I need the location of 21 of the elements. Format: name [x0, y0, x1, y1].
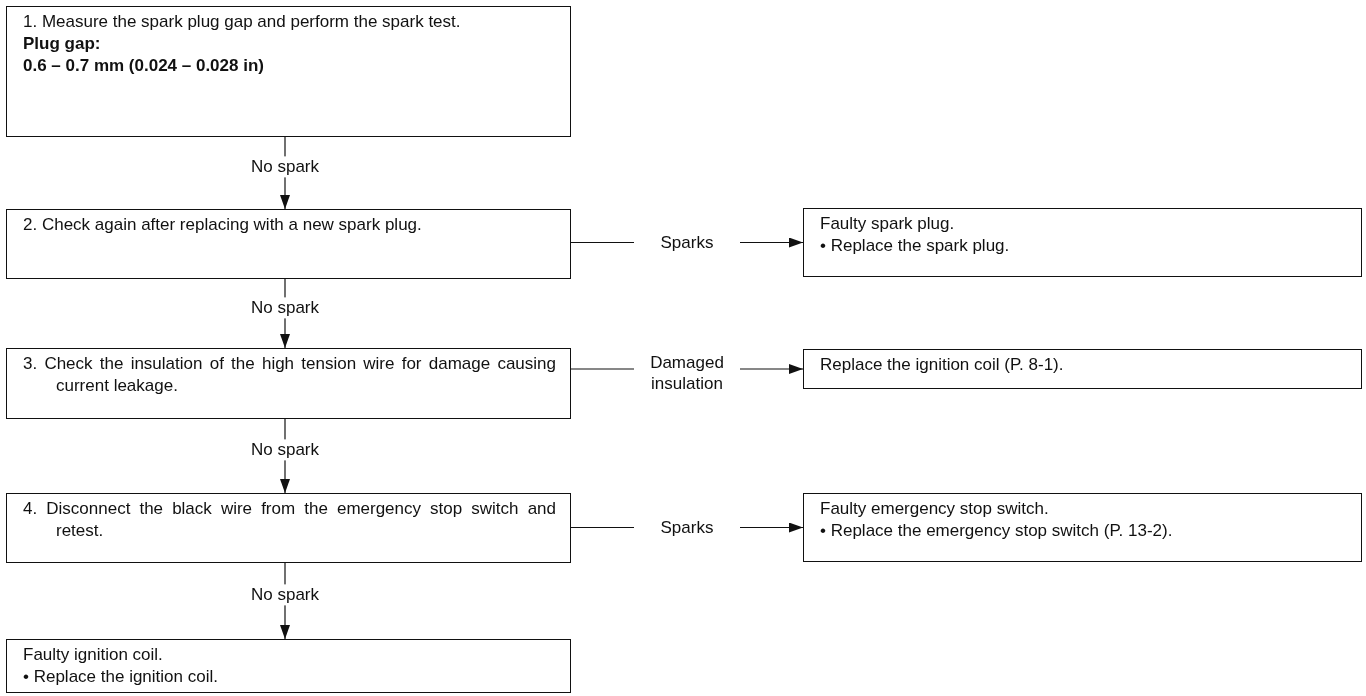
result-text: Faulty spark plug. — [820, 213, 956, 235]
step-box — [6, 493, 571, 563]
step-box — [6, 348, 571, 419]
step-box — [6, 6, 571, 137]
result-box — [803, 493, 1362, 562]
spec-text: 0.6 – 0.7 mm (0.024 – 0.028 in) — [23, 54, 265, 77]
action-text: • Replace the spark plug. — [820, 234, 1011, 257]
step-text: 4. Disconnect the black wire from the emergency stop switch and retest. — [23, 498, 556, 542]
result-text: Replace the ignition coil (P. 8-1). — [820, 354, 1065, 376]
result-text: Faulty ignition coil. — [23, 644, 164, 666]
result-box — [803, 349, 1362, 389]
step-text: 3. Check the insulation of the high tension wire for damage causing current leakage. — [23, 353, 556, 397]
action-text: • Replace the ignition coil. — [23, 665, 219, 688]
step-box — [6, 209, 571, 279]
step-text: 1. Measure the spark plug gap and perform the spark test. — [23, 11, 462, 33]
result-box — [803, 208, 1362, 277]
result-text: Faulty emergency stop switch. — [820, 498, 1050, 520]
result-box — [6, 639, 571, 693]
step-text: 2. Check again after replacing with a new spark plug. — [23, 214, 423, 236]
spec-text: Plug gap: — [23, 32, 102, 55]
action-text: • Replace the emergency stop switch (P. 13-2). — [820, 519, 1174, 542]
